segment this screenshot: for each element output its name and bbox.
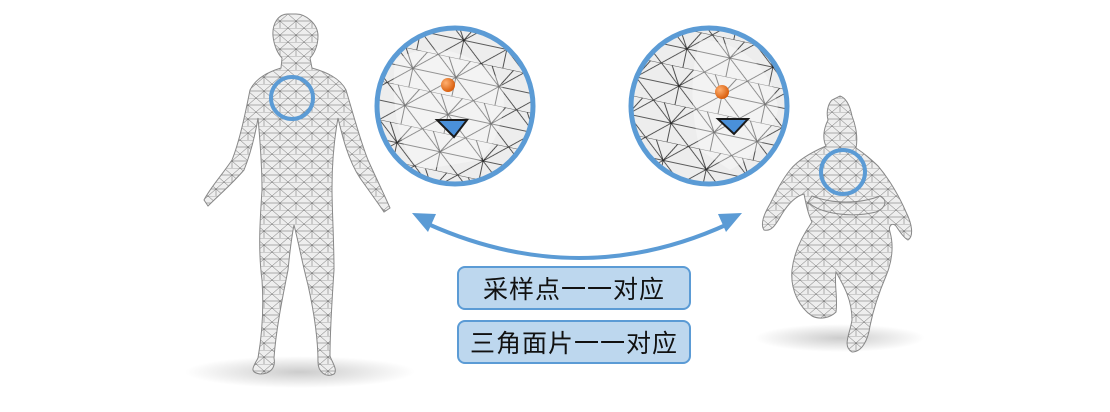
correspondence-arrow [412,213,742,260]
triangle-face-icon [434,119,470,139]
triangle-face-correspondence-label: 三角面片一一对应 [457,320,691,364]
arrow-head-right-icon [718,213,742,232]
standing-human-mesh [185,13,415,388]
sample-point-correspondence-label: 采样点一一对应 [457,266,691,310]
sample-point-icon [441,78,455,92]
crouching-human-mesh [755,95,925,353]
sample-point-icon [715,85,729,99]
chest-highlight-circle [269,75,315,121]
triangle-face-icon [715,118,751,136]
chest-highlight-circle-right [819,148,867,196]
arrow-head-left-icon [412,213,436,232]
zoom-disc-right [628,25,790,187]
zoom-disc-left [374,25,536,187]
